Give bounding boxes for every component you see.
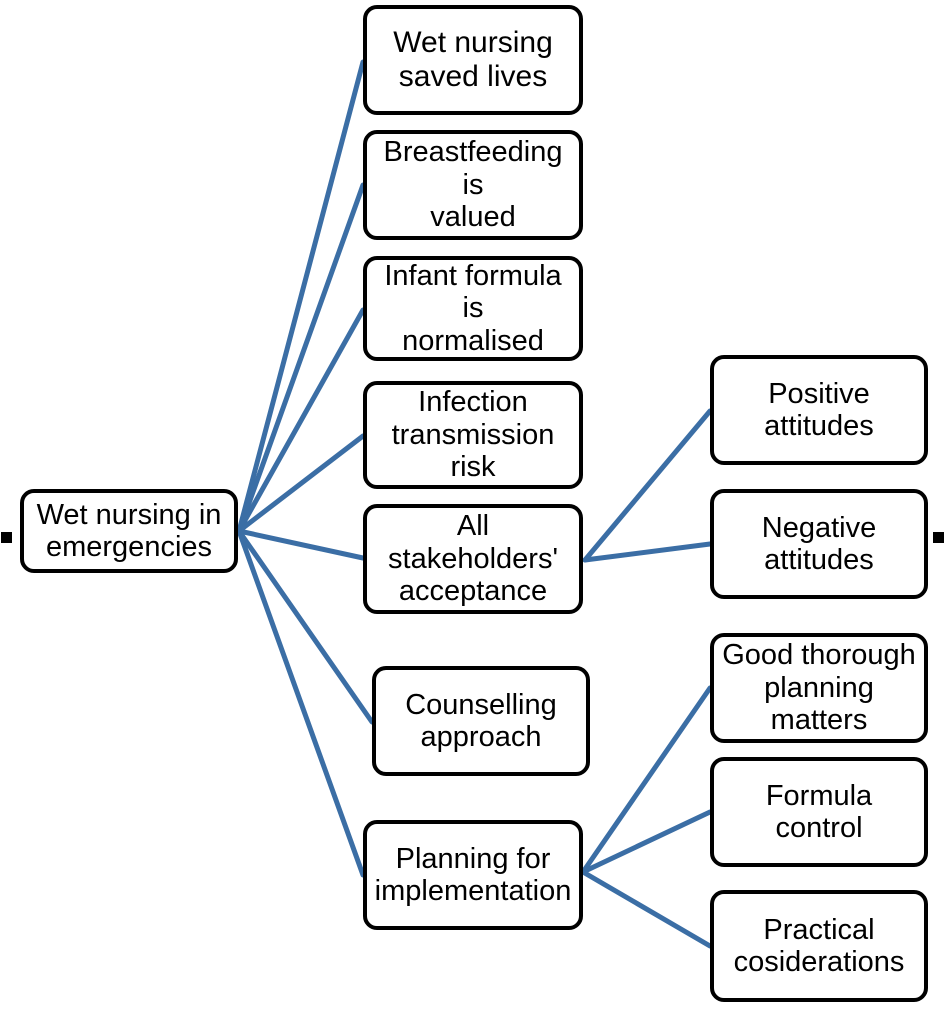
edge-root-to-infant-formula-is-normalised — [236, 307, 366, 534]
node-practical-cosiderations-label: Practical cosiderations — [733, 913, 905, 978]
node-infection-transmission-risk[interactable]: Infection transmission risk — [363, 381, 583, 489]
node-root[interactable]: Wet nursing in emergencies — [20, 489, 238, 573]
node-infant-formula-is-normalised[interactable]: Infant formula is normalised — [363, 256, 583, 361]
node-counselling-approach-label: Counselling approach — [405, 688, 557, 753]
edge-planning-to-good-thorough-planning-matters — [580, 685, 713, 875]
node-positive-attitudes[interactable]: Positive attitudes — [710, 355, 928, 465]
node-infection-transmission-risk-label: Infection transmission risk — [391, 386, 555, 484]
node-infant-formula-is-normalised-label: Infant formula is normalised — [384, 259, 562, 357]
node-good-thorough-planning-matters-label: Good thorough planning matters — [722, 639, 916, 737]
node-planning-for-implementation[interactable]: Planning for implementation — [363, 820, 583, 930]
node-all-stakeholders-acceptance-label: All stakeholders' acceptance — [388, 510, 558, 608]
node-negative-attitudes[interactable]: Negative attitudes — [710, 489, 928, 599]
edge-root-to-breastfeeding-is-valued — [236, 182, 366, 534]
node-formula-control[interactable]: Formula control — [710, 757, 928, 867]
node-breastfeeding-is-valued[interactable]: Breastfeeding is valued — [363, 130, 583, 240]
node-breastfeeding-is-valued-label: Breastfeeding is valued — [383, 136, 563, 234]
node-planning-for-implementation-label: Planning for implementation — [374, 842, 572, 907]
edge-planning-to-formula-control — [580, 809, 713, 875]
edge-acceptance-to-positive-attitudes — [582, 408, 713, 563]
edge-planning-to-practical-cosiderations — [580, 869, 713, 949]
node-practical-cosiderations[interactable]: Practical cosiderations — [710, 890, 928, 1002]
node-root-label: Wet nursing in emergencies — [36, 498, 222, 563]
edge-root-to-planning-for-implementation — [236, 528, 366, 878]
left-selection-handle[interactable] — [1, 532, 12, 543]
edge-root-to-infection-transmission-risk — [236, 433, 366, 534]
node-all-stakeholders-acceptance[interactable]: All stakeholders' acceptance — [363, 504, 583, 614]
node-good-thorough-planning-matters[interactable]: Good thorough planning matters — [710, 633, 928, 743]
node-wet-nursing-saved-lives-label: Wet nursing saved lives — [393, 26, 553, 93]
node-counselling-approach[interactable]: Counselling approach — [372, 666, 590, 776]
edge-acceptance-to-negative-attitudes — [582, 541, 713, 563]
node-wet-nursing-saved-lives[interactable]: Wet nursing saved lives — [363, 5, 583, 115]
node-negative-attitudes-label: Negative attitudes — [761, 511, 877, 576]
edge-root-to-counselling-approach — [236, 528, 375, 725]
node-formula-control-label: Formula control — [765, 779, 873, 844]
right-selection-handle[interactable] — [933, 532, 944, 543]
edge-root-to-wet-nursing-saved-lives — [236, 59, 366, 534]
node-positive-attitudes-label: Positive attitudes — [764, 377, 874, 442]
edge-root-to-all-stakeholders-acceptance — [236, 528, 366, 561]
